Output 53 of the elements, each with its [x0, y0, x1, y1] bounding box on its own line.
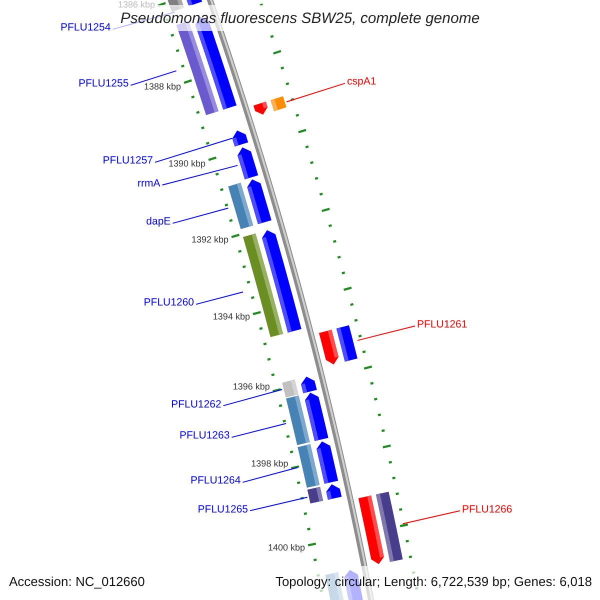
gene-label: PFLU1254 — [58, 22, 113, 35]
gene-bar — [286, 395, 310, 446]
leader-line — [242, 466, 298, 483]
leader-line — [231, 422, 287, 438]
leader-line — [402, 510, 460, 524]
gene-label: PFLU1263 — [177, 430, 232, 443]
gene-label: PFLU1257 — [100, 154, 155, 168]
tick-label: 1386 kbp — [118, 0, 155, 10]
leader-line — [172, 208, 229, 224]
gene-label: PFLU1260 — [142, 296, 196, 310]
gene-label: dapE — [144, 216, 173, 229]
gene-block — [186, 0, 202, 6]
gene-bar — [282, 380, 298, 398]
tick-label: 1400 kbp — [268, 543, 306, 552]
title: Pseudomonas fluorescens SBW25, complete genome — [120, 11, 480, 26]
gene-bar — [376, 492, 403, 562]
gene-block — [232, 130, 248, 146]
tick-label: 1390 kbp — [168, 159, 206, 168]
tick-label: 1394 kbp — [212, 312, 250, 322]
gene-bar — [336, 325, 358, 362]
gene-block — [253, 102, 268, 115]
leader-line — [222, 389, 283, 406]
tick-label: 1398 kbp — [251, 460, 288, 469]
leader-line — [112, 12, 176, 30]
leader-line — [196, 291, 244, 305]
gene-label: PFLU1255 — [76, 78, 131, 91]
tick-label: 1392 kbp — [191, 235, 229, 244]
gene-label: cspA1 — [345, 76, 378, 89]
gene-block — [318, 330, 338, 364]
gene-label: PFLU1261 — [415, 318, 470, 332]
gene-bar — [307, 486, 324, 504]
gene-block — [262, 230, 302, 333]
gene-block — [304, 392, 328, 441]
gene-bar — [298, 444, 320, 488]
gene-label: PFLU1264 — [188, 474, 243, 488]
gene-label: PFLU1265 — [196, 503, 250, 516]
gene-label: PFLU1262 — [169, 398, 224, 412]
gene-block — [326, 484, 342, 500]
gene-label: PFLU1266 — [460, 503, 514, 516]
gene-label: rrmA — [136, 178, 162, 190]
gene-block — [301, 376, 317, 394]
tick-label: 1388 kbp — [144, 82, 182, 92]
leader-line — [154, 138, 233, 163]
leader-line — [130, 70, 177, 86]
genome-summary: Topology: circular; Length: 6,722,539 bp; Genes: 6,018 — [275, 574, 592, 589]
tick-label: 1396 kbp — [232, 382, 270, 392]
leader-line — [286, 82, 346, 102]
leader-line — [162, 164, 238, 186]
accession-text: Accession: NC_012660 — [9, 574, 145, 589]
leader-line — [250, 496, 308, 512]
gene-block — [247, 179, 272, 224]
gene-bar — [270, 96, 286, 112]
gene-bar — [168, 0, 184, 12]
